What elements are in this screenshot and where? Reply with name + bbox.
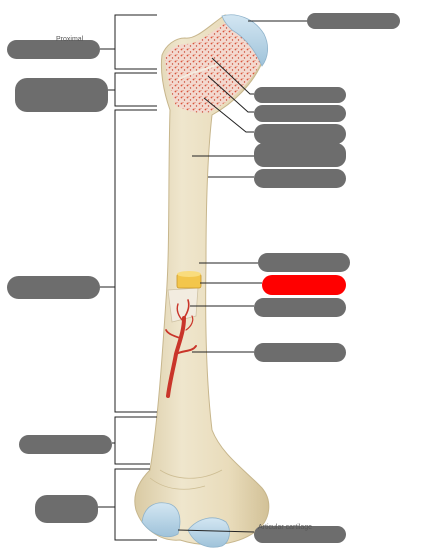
- spongy-bone-proximal: [165, 22, 262, 113]
- epiphyseal-line: [177, 63, 219, 81]
- bracket-metaphysis-proximal: [108, 72, 157, 107]
- left-brackets: [98, 14, 157, 541]
- bracket-distal-epiphysis: [98, 468, 157, 541]
- label-metaphysis-proximal[interactable]: [15, 78, 108, 112]
- leader-spongy-bone: [211, 57, 254, 95]
- nutrient-artery: [165, 299, 197, 398]
- label-articular-cartilage-bottom[interactable]: [254, 526, 346, 543]
- bottom-partial-text: Articular cartilage: [258, 524, 312, 531]
- label-nutrient-artery[interactable]: [254, 343, 346, 362]
- label-epiphyseal-line[interactable]: [254, 105, 346, 122]
- bracket-metaphysis-distal: [112, 416, 157, 465]
- medullary-cutaway: [167, 287, 199, 323]
- label-proximal-epiphysis[interactable]: [7, 40, 100, 59]
- articular-cartilage-distal-left: [141, 502, 181, 538]
- leader-epiphyseal-line: [207, 75, 254, 113]
- label-red-bone-marrow[interactable]: [254, 124, 346, 144]
- label-compact-bone[interactable]: [254, 169, 346, 188]
- distal-condyle-contours: [149, 469, 223, 490]
- bracket-diaphysis: [100, 109, 157, 413]
- leader-red-bone-marrow: [203, 97, 254, 133]
- bracket-proximal-epiphysis: [100, 14, 157, 70]
- label-boxes: Proximal Articular cartilage: [7, 13, 400, 543]
- label-articular-cartilage-top[interactable]: [307, 13, 400, 29]
- articular-cartilage-proximal: [221, 14, 268, 67]
- bone-marrow-plug: [176, 271, 202, 289]
- label-periosteum[interactable]: [254, 298, 346, 317]
- femur-bone: [134, 14, 270, 548]
- label-highlighted[interactable]: [262, 275, 346, 295]
- label-distal-epiphysis[interactable]: [35, 495, 98, 523]
- right-leader-lines: [177, 20, 308, 533]
- articular-cartilage-distal-right: [187, 517, 230, 548]
- label-diaphysis[interactable]: [7, 276, 100, 299]
- label-endosteum[interactable]: [258, 253, 350, 272]
- label-medullary-cavity[interactable]: [254, 143, 346, 167]
- label-spongy-bone[interactable]: [254, 87, 346, 103]
- leader-articular-cartilage-bottom: [177, 529, 255, 533]
- label-metaphysis-distal[interactable]: [19, 435, 112, 454]
- proximal-partial-text-top: Proximal: [56, 36, 84, 43]
